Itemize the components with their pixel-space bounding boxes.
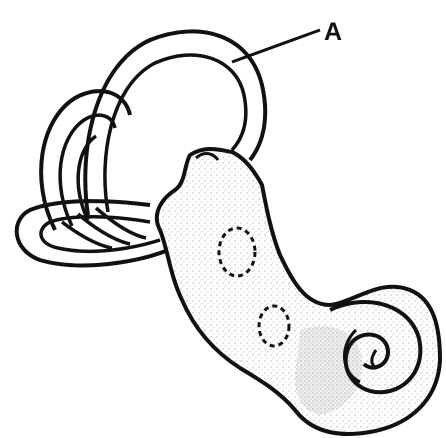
label-a-leader [232,30,320,62]
label-a: A [324,18,342,46]
lateral-canal [17,201,168,265]
vestibule-body [157,149,440,434]
